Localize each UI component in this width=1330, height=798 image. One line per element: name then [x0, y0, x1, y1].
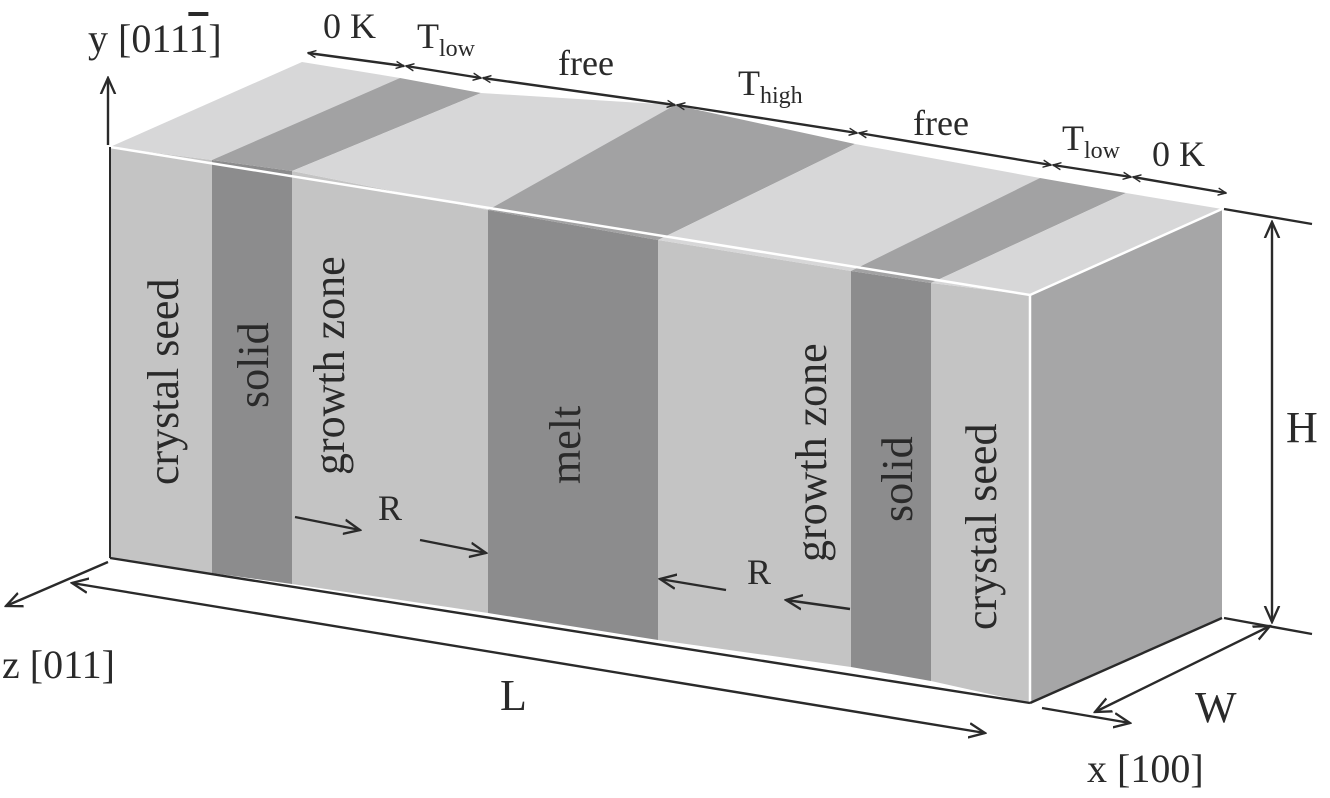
y-axis-overbar-digit: 1: [188, 16, 208, 61]
label-crystal-seed-right: crystal seed: [957, 424, 1006, 630]
front-band-growth-zone-left: [292, 171, 488, 613]
x-axis-arrow: [1041, 706, 1130, 723]
r-arrow-left-2: [419, 538, 486, 553]
label-solid-right: solid: [873, 436, 922, 522]
label-growth-zone-right: growth zone: [787, 343, 836, 562]
arrow-tlow-right: [1053, 165, 1131, 177]
arrow-free-left: [483, 78, 675, 105]
l-arrow: [72, 583, 985, 733]
label-r-left: R: [378, 488, 402, 528]
top-band-free-right: [658, 144, 1040, 271]
label-tlow-left: Tlow: [417, 16, 476, 62]
dimension-l: L: [72, 583, 985, 733]
dimension-w: W: [1095, 626, 1270, 732]
label-h: H: [1286, 403, 1318, 452]
label-w: W: [1195, 683, 1237, 732]
arrow-0k-right: [1133, 177, 1226, 193]
top-face: [110, 62, 1222, 295]
front-band-solid-left: [212, 160, 292, 584]
label-thigh: Thigh: [738, 63, 803, 109]
label-free-right: free: [913, 103, 969, 143]
label-growth-zone-left: growth zone: [305, 256, 354, 475]
w-arrow: [1095, 626, 1270, 712]
z-axis-arrow: [6, 560, 109, 606]
top-band-0k-right: [931, 193, 1222, 295]
front-band-growth-zone-right: [658, 240, 851, 667]
top-band-0k-left: [110, 62, 400, 160]
label-r-right: R: [747, 552, 771, 592]
top-band-tlow-right: [851, 178, 1126, 283]
arrow-tlow-left: [406, 66, 481, 78]
top-band-thigh: [488, 105, 855, 240]
side-face: [1030, 209, 1222, 703]
arrow-thigh: [677, 105, 857, 133]
label-tlow-right: Tlow: [1062, 118, 1121, 164]
h-tick-top: [1223, 207, 1313, 226]
label-melt: melt: [541, 406, 590, 484]
arrow-0k-left: [308, 53, 404, 66]
front-band-melt: [488, 210, 658, 640]
arrow-free-right: [859, 133, 1051, 165]
top-band-tlow-left: [212, 78, 481, 171]
label-crystal-seed-left: crystal seed: [139, 279, 188, 485]
dimension-h: H: [1223, 207, 1318, 636]
label-solid-left: solid: [229, 322, 278, 408]
label-free-left: free: [558, 43, 614, 83]
r-arrow-left-1: [294, 515, 360, 530]
growth-velocity-left: R: [294, 488, 486, 553]
x-axis-label: x [100]: [1087, 746, 1204, 791]
top-band-free-left: [292, 93, 675, 210]
label-0k-right: 0 K: [1152, 134, 1205, 174]
label-0k-left: 0 K: [323, 6, 376, 46]
y-axis-label: y [0111]: [88, 16, 222, 61]
top-zone-arrows: [308, 53, 1226, 193]
front-band-crystal-seed-left: [110, 147, 212, 573]
z-axis-label: z [011]: [2, 642, 115, 687]
label-l: L: [500, 671, 527, 720]
